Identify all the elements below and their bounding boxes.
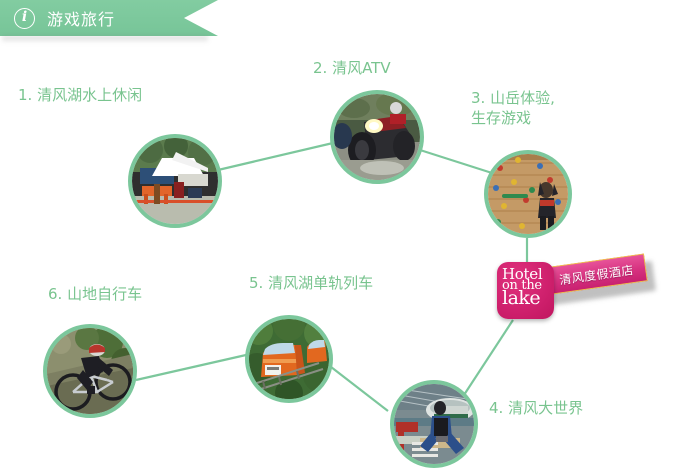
hotel-logo-line3: lake	[502, 286, 541, 309]
node-1-water-leisure[interactable]	[128, 134, 222, 228]
info-icon: i	[14, 7, 35, 29]
ribbon-shadow	[2, 36, 208, 43]
connector-2-3	[419, 148, 493, 175]
page-title: 游戏旅行	[47, 10, 116, 29]
climbing-wall-photo	[488, 154, 568, 234]
hotel-logo-text: Hotel on the lake	[502, 265, 552, 309]
ribbon-background	[0, 0, 218, 36]
node-3-label: 3. 山岳体验, 生存游戏	[471, 89, 555, 127]
node-2-atv[interactable]	[330, 90, 424, 184]
atv-offroad-photo	[334, 94, 420, 180]
connector-5-6	[135, 353, 247, 382]
connector-hotel-4	[461, 319, 514, 399]
monorail-train-photo	[249, 319, 329, 399]
zipline-lake-photo	[394, 384, 474, 464]
node-1-label: 1. 清风湖水上休闲	[18, 86, 143, 104]
node-6-mountain-bike[interactable]	[43, 324, 137, 418]
ribbon-content: i 游戏旅行	[0, 0, 115, 36]
node-5-label: 5. 清风湖单轨列车	[249, 274, 374, 292]
hotel-badge[interactable]: 清风度假酒店 Hotel on the lake	[497, 262, 657, 322]
header-ribbon	[0, 0, 218, 36]
node-2-label: 2. 清风ATV	[313, 59, 391, 77]
mountain-bike-photo	[47, 328, 133, 414]
node-6-label: 6. 山地自行车	[48, 285, 143, 303]
node-4-label: 4. 清风大世界	[489, 399, 584, 417]
node-5-monorail[interactable]	[245, 315, 333, 403]
node-3-climbing-wall[interactable]	[484, 150, 572, 238]
connector-1-2	[217, 141, 334, 172]
info-icon-glyph: i	[21, 9, 28, 25]
hotel-logo-line2: on the	[502, 278, 542, 294]
node-4-zipline[interactable]	[390, 380, 478, 468]
water-leisure-tent-photo	[132, 138, 218, 224]
hotel-logo[interactable]: Hotel on the lake	[497, 262, 554, 319]
hotel-logo-line1: Hotel	[502, 265, 543, 283]
